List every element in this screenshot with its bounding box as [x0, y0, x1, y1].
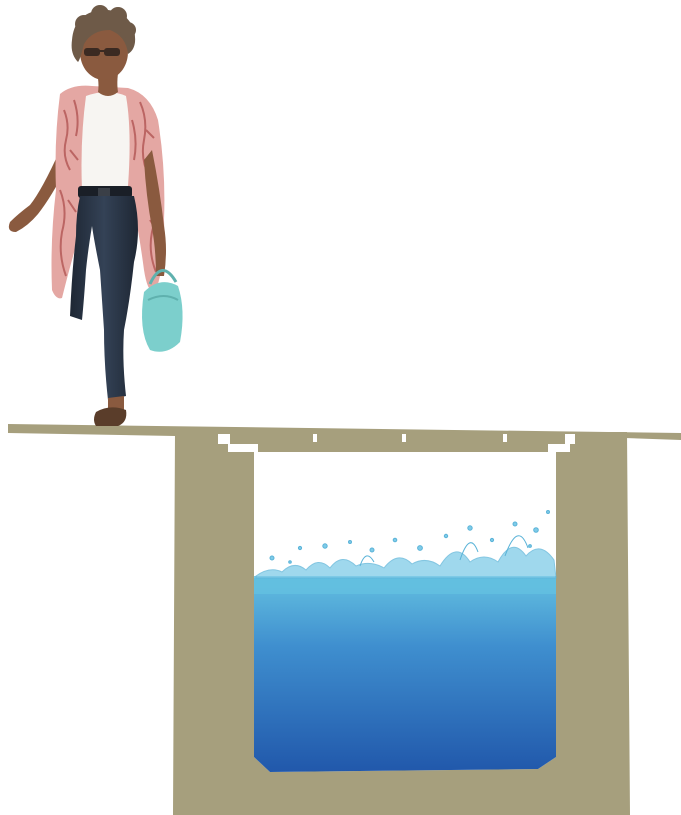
- water-splash: [256, 511, 556, 579]
- stored-water: [254, 576, 556, 772]
- walking-woman: [9, 5, 183, 426]
